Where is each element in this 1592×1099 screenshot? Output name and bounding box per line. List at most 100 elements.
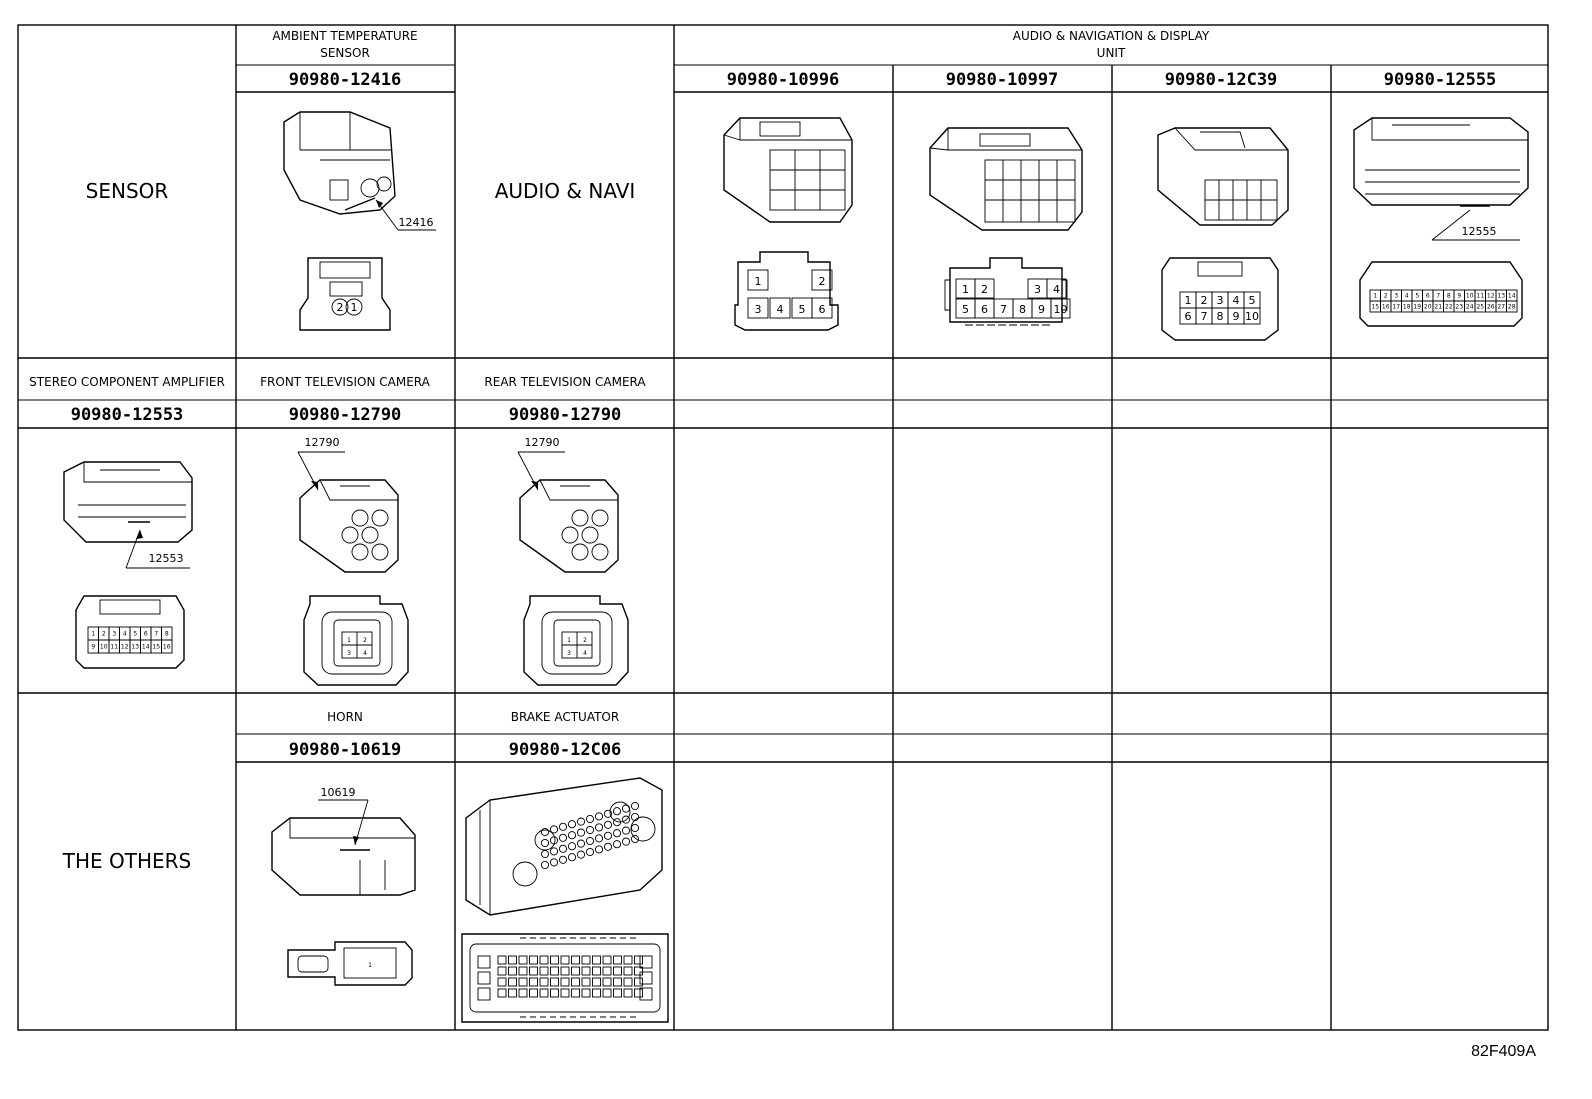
pin-12553-4: 4 [123,631,127,638]
pin-12553-14: 14 [142,644,150,651]
connector-12c06-illustration [465,777,663,916]
pin-10997-cell [1050,298,1071,319]
pin-12555-9: 9 [1457,293,1461,300]
pin-12c06-large [639,971,653,985]
callout-10619: 10619 [321,786,356,799]
pin-12c39-4: 4 [1233,294,1240,307]
pin-12c06-cell [560,955,570,965]
pin-12c06-3d [585,814,595,824]
pin-12c06-cell [602,977,612,987]
pin-12c06-cell [602,955,612,965]
pin-12c39-cell [1243,307,1261,325]
pin-12c06-3d [603,831,613,840]
pin-12555-25: 25 [1476,304,1484,311]
connector-12416-illustration: 12416 [283,111,436,231]
pin-12790-rear-3: 3 [567,650,571,657]
pin-12c06-cell [613,966,622,976]
pin-12c06-cell [550,966,559,976]
pin-12790-rear-1: 1 [567,637,571,644]
pin-12553-12: 12 [121,644,129,651]
pin-12c06-cell [623,966,633,976]
connector-12790-front-face: 1 2 3 4 [303,595,409,686]
pin-10996-2: 2 [819,275,826,288]
pin-12c06-3d [576,850,586,859]
pin-12c06-cell [497,966,507,976]
pin-12555-26: 26 [1487,304,1495,311]
pin-12555-21: 21 [1434,304,1442,311]
pin-12c06-cell [529,955,538,965]
pin-12c39-7: 7 [1201,310,1208,323]
pin-12c06-3d [603,809,613,818]
pin-12c06-cell [623,955,633,965]
pin-12790-front-3: 3 [347,650,351,657]
pin-12c39-9: 9 [1233,310,1240,323]
pin-12553-2: 2 [102,631,106,638]
header-ambient-temp-line2: SENSOR [320,46,370,60]
pin-12c39-1: 1 [1185,294,1192,307]
pin-12c06-cell [581,977,591,987]
pin-12555-1: 1 [1373,293,1377,300]
pin-12555-3: 3 [1394,293,1398,300]
pin-12c06-3d [612,829,622,838]
pin-12c06-cell [592,966,601,976]
pin-12c06-cell [581,955,591,965]
pin-12c06-cell [602,988,612,998]
pin-12c06-cell [581,966,591,976]
pin-12c06-cell [623,988,633,998]
pin-12553-6: 6 [144,631,148,638]
pin-12c39-2: 2 [1201,294,1208,307]
pin-12c06-cell [508,988,517,998]
pin-12c06-3d [576,828,586,837]
pin-12c06-3d [558,855,568,864]
pin-12c06-cell [592,955,601,965]
pin-12c06-cell [508,955,517,965]
connector-12416-face: 2 1 [299,257,391,331]
pin-12c06-3d [567,853,577,862]
connector-10996-face: 1 2 3 4 5 6 [734,251,839,331]
part-number-12555: 90980-12555 [1384,70,1497,90]
pin-12c06-cell [571,955,580,965]
pin-12c06-cell [518,966,528,976]
pin-12c39-8: 8 [1217,310,1224,323]
pin-10996-4: 4 [777,303,784,316]
header-ambient-temp-line1: AMBIENT TEMPERATURE [272,29,417,43]
pin-12c06-3d [567,842,577,851]
pin-12555-8: 8 [1447,293,1451,300]
connector-12553-illustration: 12553 [63,461,193,569]
pin-12c06-large [639,955,653,969]
pin-12c06-3d [549,836,559,845]
pin-12555-22: 22 [1445,304,1453,311]
pin-12c06-3d [558,822,568,831]
pin-12c06-3d [549,825,559,834]
pin-12555-23: 23 [1455,304,1463,311]
pin-10997-6: 6 [981,303,988,316]
pin-12c06-cell [550,988,559,998]
callout-12790-rear: 12790 [525,436,560,449]
pin-10997-8: 8 [1019,303,1026,316]
pin-12c06-3d [630,834,640,844]
pin-10619-1: 1 [368,962,372,969]
pin-12c06-cell [613,988,622,998]
pin-12555-19: 19 [1413,304,1421,311]
pin-12553-3: 3 [112,631,116,638]
connector-12790-rear-face: 1 2 3 4 [523,595,629,686]
pin-12553-8: 8 [165,631,169,638]
pin-12c06-3d [630,823,640,833]
pin-12c06-cell [539,988,549,998]
header-horn: HORN [327,710,363,724]
pin-10997-5: 5 [962,303,969,316]
pin-10996-1: 1 [755,275,762,288]
pin-12c06-3d [558,844,568,853]
pin-12553-5: 5 [133,631,137,638]
pin-12c06-cell [592,988,601,998]
pin-12555-24: 24 [1466,304,1474,311]
pin-12c06-cell [634,977,643,987]
pin-12c06-3d [558,833,568,842]
pin-12790-rear-2: 2 [583,637,587,644]
pin-12555-16: 16 [1382,304,1390,311]
pin-12c06-cell [539,966,549,976]
header-stereo-amplifier: STEREO COMPONENT AMPLIFIER [29,375,225,389]
pin-12c06-cell [550,955,559,965]
